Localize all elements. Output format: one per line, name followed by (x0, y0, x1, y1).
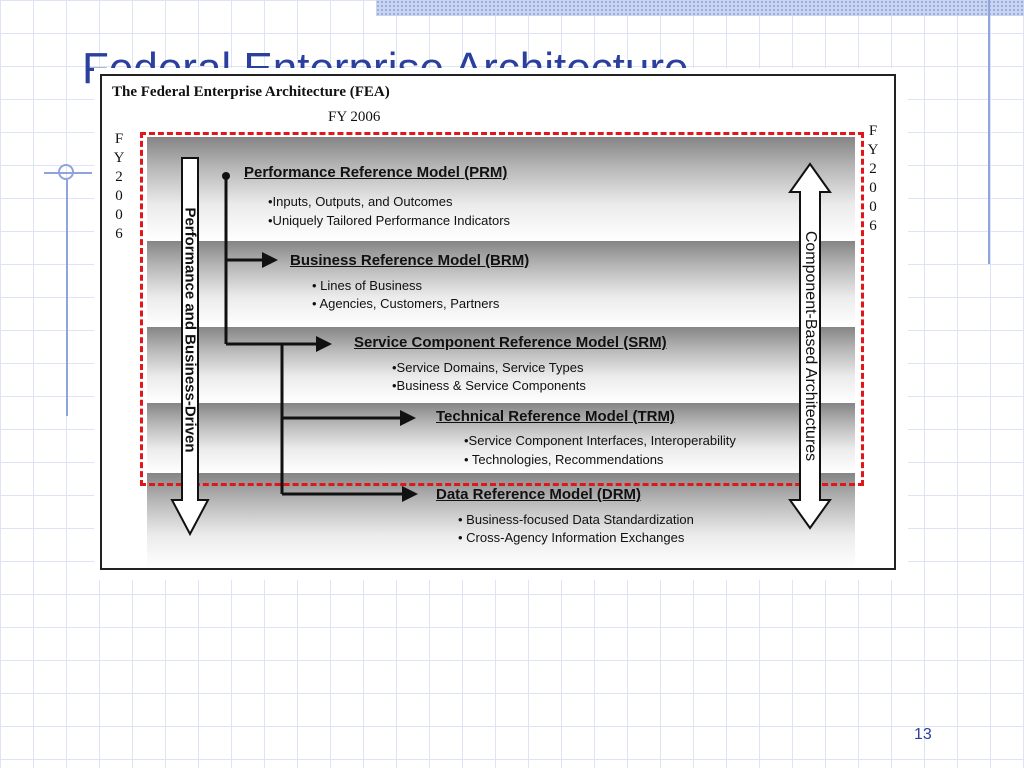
model-bullet: •Uniquely Tailored Performance Indicator… (268, 213, 511, 228)
model-bullet: •Service Component Interfaces, Interoper… (464, 433, 736, 448)
fy2006-dashed-frame (140, 132, 864, 486)
model-title-prm: Performance Reference Model (PRM) (244, 164, 508, 181)
model-bullet: •Inputs, Outputs, and Outcomes (268, 194, 453, 209)
crosshair-icon (58, 164, 74, 180)
model-title-trm: Technical Reference Model (TRM) (436, 408, 675, 425)
fea-diagram: The Federal Enterprise Architecture (FEA… (100, 74, 896, 570)
model-bullet: • Cross-Agency Information Exchanges (458, 530, 685, 545)
diagram-title: The Federal Enterprise Architecture (FEA… (112, 84, 390, 100)
model-band-drm (147, 473, 855, 568)
arrowhead-brm (262, 252, 278, 268)
performance-driven-label: Performance and Business-Driven (181, 207, 199, 453)
fy-char: 6 (869, 218, 877, 234)
connector-origin-dot (222, 172, 230, 180)
model-band-trm (147, 403, 855, 473)
model-bullet: • Agencies, Customers, Partners (312, 296, 500, 311)
fy-char: 0 (869, 180, 877, 196)
model-bullet: • Lines of Business (312, 278, 423, 293)
arrowhead-drm (402, 486, 418, 502)
right-decoration-line (988, 0, 990, 264)
diagram-subtitle: FY 2006 (328, 109, 381, 125)
header-decoration-strip (376, 0, 1024, 16)
fy-char: Y (113, 150, 125, 166)
arrowhead-srm (316, 336, 332, 352)
fy-label-right: F Y 2 0 0 6 (866, 122, 880, 236)
fy-label-left: F Y 2 0 0 6 (112, 130, 126, 244)
arrowhead-trm (400, 410, 416, 426)
model-title-brm: Business Reference Model (BRM) (290, 252, 530, 269)
fy-char: Y (867, 142, 879, 158)
model-title-srm: Service Component Reference Model (SRM) (354, 334, 667, 351)
component-based-label: Component-Based Architectures (802, 230, 819, 462)
model-bullet: • Technologies, Recommendations (464, 452, 664, 467)
fy-char: F (114, 131, 124, 147)
fy-char: 6 (115, 226, 123, 242)
fy-char: 2 (115, 169, 123, 185)
fy-char: 0 (869, 199, 877, 215)
fy-char: 0 (115, 207, 123, 223)
page-number: 13 (914, 726, 932, 743)
model-title-drm: Data Reference Model (DRM) (436, 486, 642, 503)
fy-char: 2 (869, 161, 877, 177)
left-decoration-line (66, 180, 68, 416)
model-band-prm (147, 137, 855, 241)
model-bullet: •Business & Service Components (392, 378, 586, 393)
model-bullet: •Service Domains, Service Types (392, 360, 584, 375)
fy-char: 0 (115, 188, 123, 204)
fy-char: F (868, 123, 878, 139)
connector-svg (170, 157, 832, 537)
model-bullet: • Business-focused Data Standardization (458, 512, 694, 527)
right-double-arrow (788, 162, 832, 530)
left-down-arrow (170, 157, 210, 537)
model-band-srm (147, 327, 855, 403)
